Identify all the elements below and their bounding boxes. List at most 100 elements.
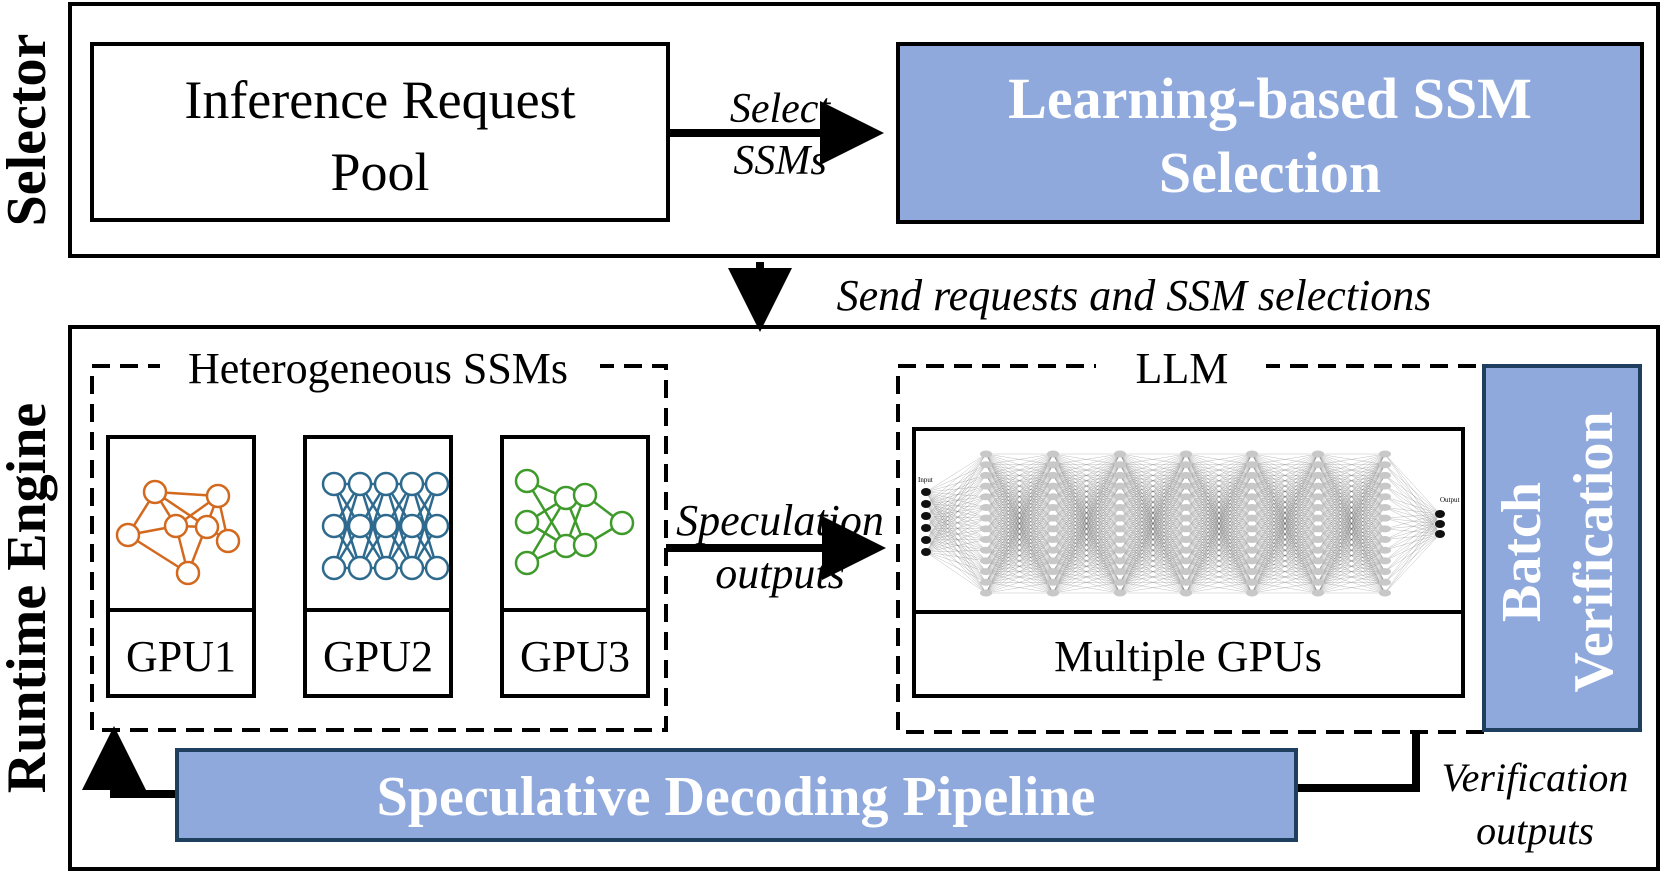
nn-edge: [985, 560, 1054, 594]
nn-edge: [925, 527, 987, 530]
nn-node: [1379, 471, 1391, 479]
network-icon-blue: [321, 471, 450, 581]
nn-edge: [1384, 533, 1441, 583]
nn-edge: [925, 527, 987, 572]
nn-node: [1114, 482, 1126, 490]
network-node: [163, 513, 189, 539]
nn-edge: [925, 515, 987, 551]
nn-node: [1312, 557, 1324, 565]
nn-node: [921, 548, 931, 556]
nn-edge: [1251, 582, 1319, 594]
network-node: [514, 550, 540, 576]
nn-node: [1180, 471, 1192, 479]
nn-edge: [1052, 485, 1121, 594]
nn-edge: [1384, 523, 1441, 583]
selector-frame: [68, 2, 1660, 258]
nn-node: [921, 500, 931, 508]
network-icon-orange: [115, 479, 241, 586]
nn-edge: [1052, 453, 1121, 594]
nn-edge: [925, 539, 987, 553]
nn-edge: [1119, 475, 1187, 594]
nn-edge: [1251, 571, 1319, 594]
nn-node: [980, 589, 992, 597]
nn-edge: [1384, 513, 1441, 519]
nn-edge: [925, 528, 987, 553]
network-node: [373, 471, 399, 497]
nn-edge: [1317, 453, 1386, 465]
nn-edge: [1052, 453, 1121, 529]
nn-node: [1435, 510, 1445, 518]
runtime-engine-label: Runtime Engine: [0, 403, 58, 794]
nn-edge: [1384, 533, 1441, 594]
nn-edge: [925, 503, 987, 530]
nn-edge: [1119, 453, 1187, 497]
verification-outputs-line1: Verification: [1442, 755, 1629, 800]
nn-node: [1312, 536, 1324, 544]
nn-edge: [1384, 533, 1441, 540]
nn-node: [1246, 461, 1258, 469]
nn-edge: [925, 491, 987, 562]
nn-edge: [1185, 453, 1253, 476]
nn-edge: [1384, 496, 1441, 535]
network-node: [399, 471, 425, 497]
nn-edge: [1251, 507, 1319, 594]
nn-edge: [1317, 453, 1386, 562]
nn-edge: [1317, 507, 1386, 594]
nn-edge: [1317, 560, 1386, 594]
heterogeneous-ssms-title: Heterogeneous SSMs: [188, 344, 568, 393]
nn-edge: [1317, 453, 1386, 594]
nn-edge: [1185, 453, 1253, 487]
network-node: [347, 513, 373, 539]
nn-edge: [1119, 453, 1187, 529]
nn-edge: [1251, 528, 1319, 594]
nn-edge: [1052, 453, 1121, 508]
nn-node: [1114, 461, 1126, 469]
network-node: [514, 509, 540, 535]
nn-edge: [985, 475, 1054, 594]
nn-edge: [1185, 453, 1253, 583]
nn-node: [1180, 536, 1192, 544]
nn-edge: [925, 527, 987, 594]
nn-edge: [985, 453, 1054, 572]
nn-edge: [985, 496, 1054, 594]
nn-edge: [925, 491, 987, 529]
llm-title-bg: [1096, 346, 1266, 386]
nn-edge: [1251, 453, 1319, 487]
batch-verification-box: [1482, 364, 1642, 732]
nn-node: [1312, 546, 1324, 554]
nn-edge: [925, 491, 987, 583]
nn-edge: [1185, 582, 1253, 594]
nn-node: [980, 482, 992, 490]
nn-edge: [925, 517, 987, 541]
nn-edge: [1384, 496, 1441, 525]
nn-edge: [1317, 453, 1386, 519]
nn-node: [1047, 578, 1059, 586]
nn-edge: [1251, 453, 1319, 465]
nn-edge: [925, 503, 987, 583]
nn-edge: [1052, 453, 1121, 476]
gpu-card-1: GPU1: [106, 435, 256, 698]
nn-edge: [1384, 523, 1441, 562]
nn-edge: [985, 453, 1054, 497]
nn-edge: [1119, 453, 1187, 508]
nn-node: [1047, 546, 1059, 554]
nn-edge: [985, 518, 1054, 594]
nn-edge: [925, 491, 987, 540]
nn-node: [980, 546, 992, 554]
nn-edge: [1119, 464, 1187, 594]
nn-edge: [925, 485, 987, 517]
nn-node: [1379, 589, 1391, 597]
nn-edge: [1052, 507, 1121, 594]
network-node: [373, 513, 399, 539]
nn-node: [1246, 482, 1258, 490]
nn-node: [980, 471, 992, 479]
nn-edge: [1185, 496, 1253, 594]
nn-edge: [925, 515, 987, 540]
nn-edge: [1185, 485, 1253, 594]
nn-edge: [985, 528, 1054, 594]
nn-node: [1180, 525, 1192, 533]
nn-edge: [1251, 453, 1319, 594]
nn-edge: [1384, 517, 1441, 525]
verification-outputs-path: [1296, 734, 1420, 792]
